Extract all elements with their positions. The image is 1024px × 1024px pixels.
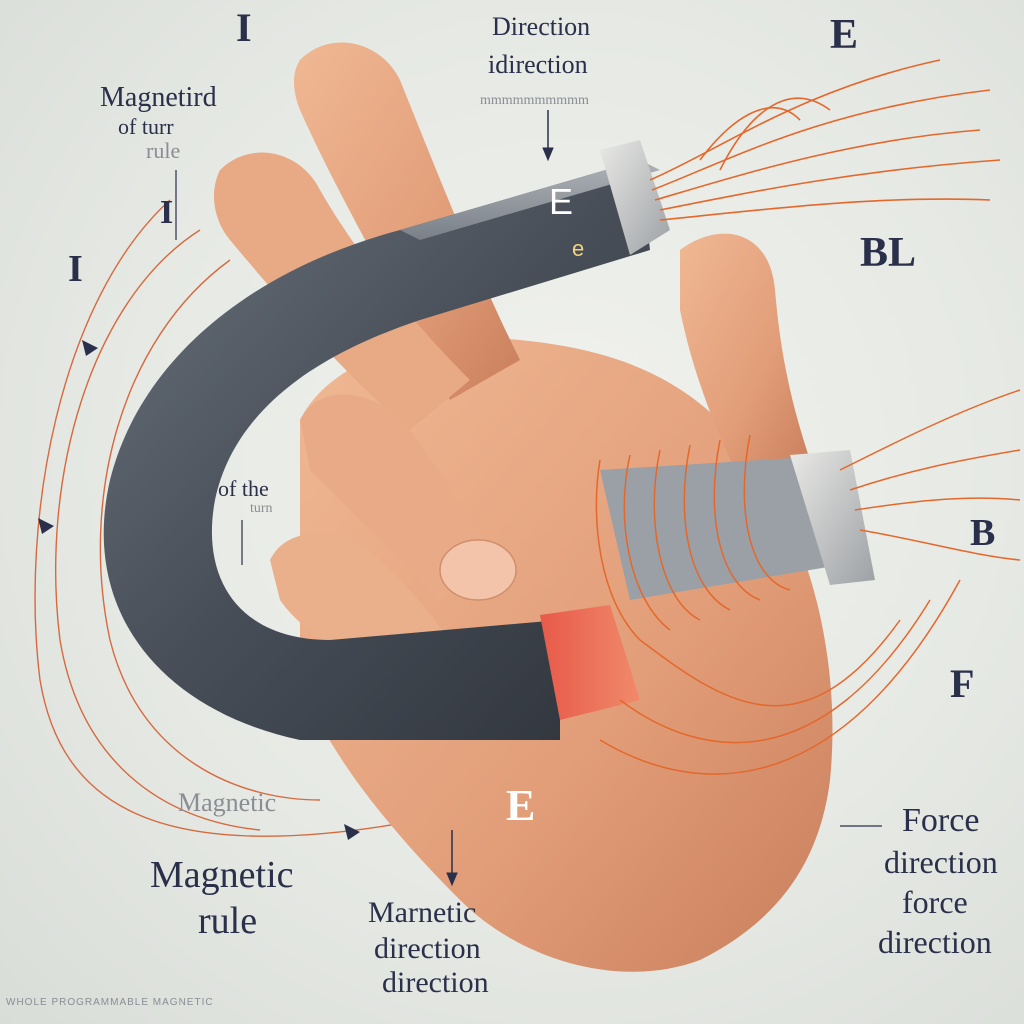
bottom-caption: WHOLE PROGRAMMABLE MAGNETIC	[6, 997, 214, 1008]
label-bottom-e: E	[506, 781, 536, 830]
rule-label-top: rule	[146, 138, 181, 163]
force-line1: Force	[902, 802, 980, 839]
magnetic-rule-line1: Magnetic	[150, 854, 294, 896]
direction-title: Direction	[492, 12, 591, 41]
label-bl: BL	[860, 230, 917, 276]
direction-subtitle: idirection	[488, 50, 588, 79]
turn-small-label: turn	[250, 501, 273, 516]
label-left-i-upper: I	[160, 194, 174, 231]
label-top-e: E	[830, 12, 859, 58]
direction-garbled: mmmmmmmmmm	[480, 93, 589, 108]
field-lines-left	[34, 199, 421, 838]
force-line4: direction	[878, 924, 992, 960]
force-line2: direction	[884, 844, 998, 880]
label-f: F	[950, 661, 975, 706]
wire-coil-right	[595, 389, 1021, 775]
marnetic-line3: direction	[382, 966, 489, 999]
wire-bundle-top	[649, 59, 1001, 221]
magnet-pole-e: E	[549, 181, 574, 222]
of-the-turn-label: of the	[218, 476, 269, 501]
label-left-i-lower: I	[68, 248, 83, 290]
marnetic-line2: direction	[374, 932, 481, 965]
marnetic-line1: Marnetic	[368, 896, 477, 929]
of-turn-label: of turr	[118, 114, 174, 139]
force-line3: force	[902, 884, 968, 920]
horseshoe-magnet	[103, 140, 875, 740]
magnet-pole-e-small: e	[572, 236, 585, 261]
magnetic-rule-line2: rule	[198, 900, 258, 942]
arrow-down-icon	[175, 110, 554, 887]
magnetic-label-top: Magnetird	[100, 82, 217, 113]
label-top-i: I	[236, 5, 252, 50]
field-markers	[38, 340, 360, 840]
label-b: B	[970, 512, 996, 554]
magnetic-faded-label: Magnetic	[178, 788, 277, 817]
